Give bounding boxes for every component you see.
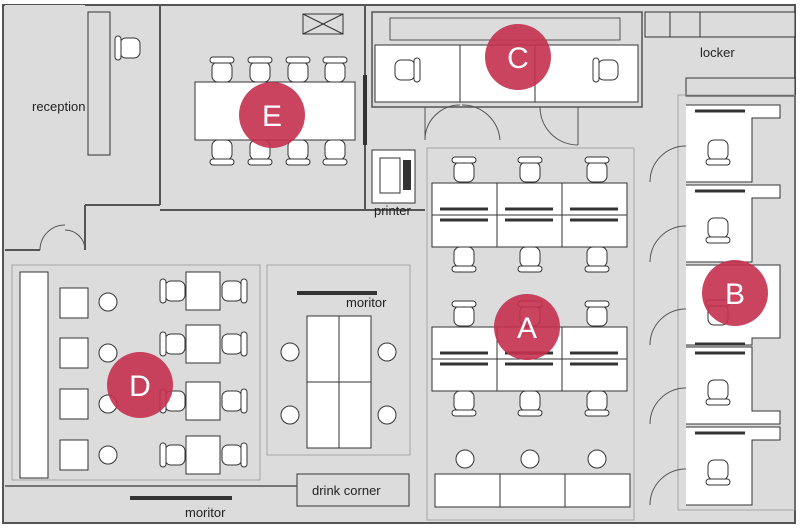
svg-text:E: E xyxy=(262,100,282,133)
printer-label: printer xyxy=(374,203,412,218)
monitor-center-label: moritor xyxy=(346,295,387,310)
zone-d xyxy=(11,264,261,481)
zone-c xyxy=(371,11,643,146)
reception-area: reception xyxy=(5,5,161,251)
svg-text:C: C xyxy=(507,42,529,75)
zone-badge-a: A xyxy=(494,294,560,360)
zone-badge-d: D xyxy=(107,352,173,418)
counter-a xyxy=(434,473,631,508)
zone-badge-b: B xyxy=(702,260,768,326)
drink-corner-label: drink corner xyxy=(312,483,381,498)
svg-text:B: B xyxy=(725,278,745,311)
reception-chair xyxy=(114,35,141,61)
svg-text:D: D xyxy=(129,370,151,403)
zone-badge-c: C xyxy=(485,24,551,90)
reception-counter xyxy=(87,11,111,156)
locker-area: locker xyxy=(644,11,796,97)
zone-a xyxy=(426,147,635,521)
reception-label: reception xyxy=(32,99,85,114)
shelf-d xyxy=(19,271,49,479)
center-meeting: moritor xyxy=(266,264,411,456)
printer-area: printer xyxy=(371,149,416,218)
monitor-bottom-label: moritor xyxy=(185,505,226,520)
locker-label: locker xyxy=(700,45,735,60)
svg-text:A: A xyxy=(517,312,537,345)
drink-corner: drink corner xyxy=(296,473,410,507)
zone-badge-e: E xyxy=(239,82,305,148)
